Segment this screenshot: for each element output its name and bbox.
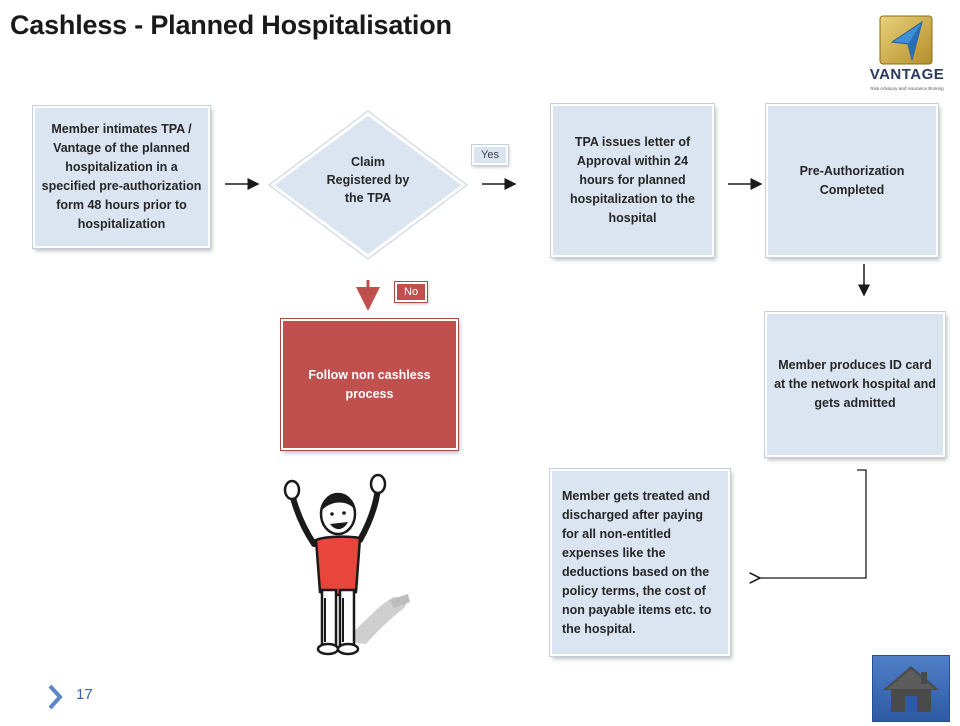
step-tpa-letter-text: TPA issues letter of Approval within 24 … bbox=[570, 135, 695, 225]
vantage-logo-icon bbox=[879, 15, 933, 65]
step-member-intimates: Member intimates TPA / Vantage of the pl… bbox=[33, 106, 210, 248]
arrow-id-to-treated bbox=[760, 469, 867, 578]
step-member-intimates-text: Member intimates TPA / Vantage of the pl… bbox=[41, 122, 202, 231]
step-member-id: Member produces ID card at the network h… bbox=[765, 312, 945, 457]
home-button[interactable] bbox=[872, 655, 950, 722]
logo-tagline: Risk Advisory and Insurance Broking bbox=[870, 86, 944, 91]
step-member-id-text: Member produces ID card at the network h… bbox=[774, 358, 936, 410]
vantage-logo bbox=[878, 14, 934, 66]
decision-diamond bbox=[268, 110, 468, 260]
step-member-treated-text: Member gets treated and discharged after… bbox=[562, 488, 712, 636]
logo-name: VANTAGE bbox=[869, 66, 945, 83]
yes-label: Yes bbox=[472, 145, 508, 165]
step-non-cashless: Follow non cashless process bbox=[281, 319, 458, 450]
chevron-bar-icon bbox=[48, 684, 63, 710]
page-title: Cashless - Planned Hospitalisation bbox=[10, 10, 452, 40]
step-non-cashless-text: Follow non cashless process bbox=[308, 367, 431, 401]
step-pre-authorization: Pre-Authorization Completed bbox=[766, 104, 938, 257]
no-label: No bbox=[395, 282, 428, 302]
cheering-person-icon bbox=[283, 473, 410, 656]
page-number: 17 bbox=[76, 686, 93, 703]
home-icon bbox=[883, 666, 939, 712]
decision-text: Claim Registered by the TPA bbox=[326, 155, 410, 205]
step-member-treated: Member gets treated and discharged after… bbox=[550, 469, 730, 656]
step-pre-authorization-text: Pre-Authorization Completed bbox=[799, 163, 905, 197]
step-tpa-letter: TPA issues letter of Approval within 24 … bbox=[551, 104, 714, 257]
